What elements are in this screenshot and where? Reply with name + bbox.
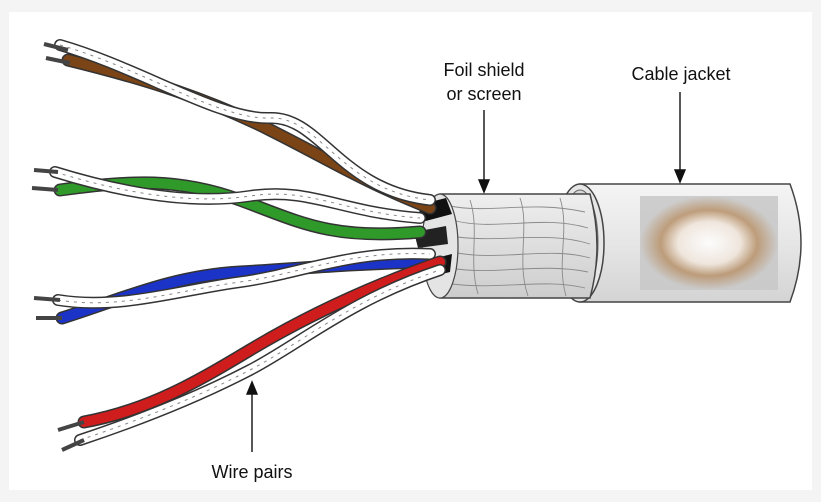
foil-shield-label-line2: or screen	[446, 84, 522, 104]
wire-pair-blue	[33, 247, 437, 325]
foil-shield-label-line1: Foil shield	[443, 60, 525, 80]
jacket-arrow-head	[673, 169, 687, 184]
wire-pairs-arrow-head	[245, 380, 259, 395]
label-arrows	[245, 92, 687, 452]
wire-pair-red	[57, 255, 447, 452]
cable-jacket-label: Cable jacket	[631, 64, 731, 84]
foil-shield	[414, 193, 598, 299]
wire-pair-brown	[43, 39, 437, 215]
wire-pair-green	[31, 166, 427, 241]
blurred-region	[640, 196, 778, 290]
foil-arrow-head	[477, 179, 491, 194]
wire-pairs-label: Wire pairs	[211, 462, 293, 482]
foil-shield-label: Foil shield or screen	[424, 58, 544, 106]
